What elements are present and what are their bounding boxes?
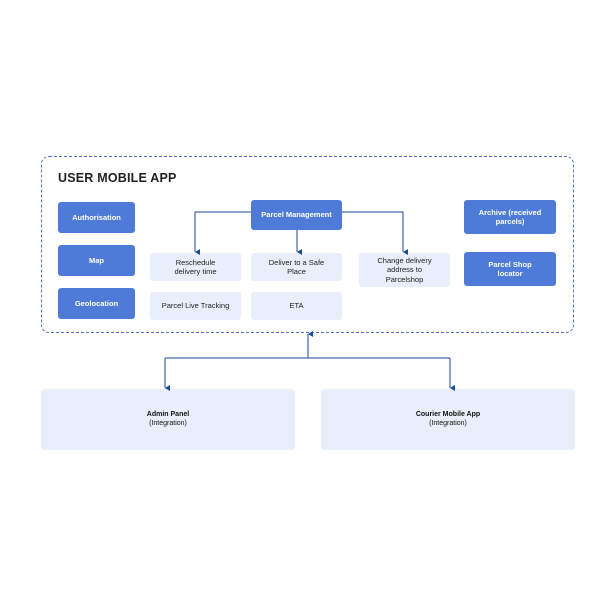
connector-hub-to-reschedule xyxy=(194,211,251,255)
module-map: Map xyxy=(58,245,135,276)
module-parcel-management: Parcel Management xyxy=(251,200,342,230)
module-geolocation: Geolocation xyxy=(58,288,135,319)
module-authorisation: Authorisation xyxy=(58,202,135,233)
integration-admin-panel-note: (Integration) xyxy=(149,419,187,427)
integration-courier-mobile-app: Courier Mobile App (Integration) xyxy=(321,389,575,450)
feature-change-delivery-address: Change delivery address to Parcelshop xyxy=(359,253,450,287)
feature-reschedule-delivery-time: Reschedule delivery time xyxy=(150,253,241,281)
diagram-title: USER MOBILE APP xyxy=(58,171,177,185)
module-archive: Archive (received parcels) xyxy=(464,200,556,234)
feature-parcel-live-tracking: Parcel Live Tracking xyxy=(150,292,241,320)
feature-deliver-to-safe-place: Deliver to a Safe Place xyxy=(251,253,342,281)
module-parcel-shop-locator: Parcel Shop locator xyxy=(464,252,556,286)
integration-admin-panel-name: Admin Panel xyxy=(146,410,190,418)
integration-courier-mobile-app-note: (Integration) xyxy=(429,419,467,427)
user-mobile-app-frame xyxy=(41,156,574,333)
integration-courier-mobile-app-name: Courier Mobile App xyxy=(415,410,481,418)
integration-admin-panel: Admin Panel (Integration) xyxy=(41,389,295,450)
feature-eta: ETA xyxy=(251,292,342,320)
connector-hub-to-change-address xyxy=(342,211,408,255)
